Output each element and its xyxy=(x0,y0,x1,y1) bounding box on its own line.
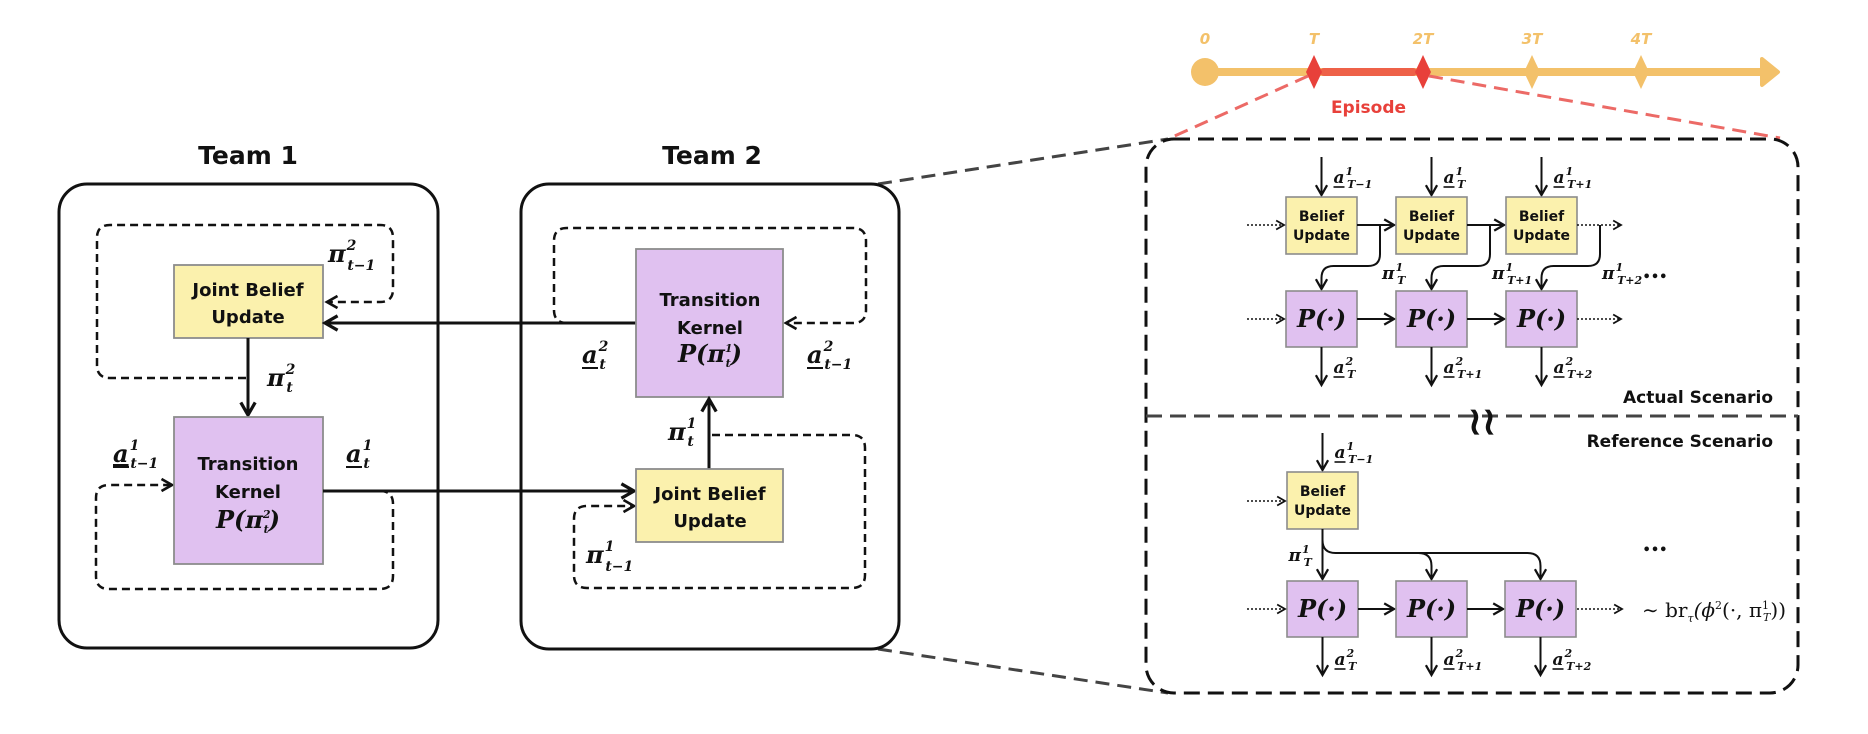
kernel-box-label: P(·) xyxy=(1406,594,1456,623)
scenario-panel: ≀≀ Actual Scenario Reference Scenario a1… xyxy=(1144,137,1800,695)
team1-title: Team 1 xyxy=(198,141,298,170)
belief-update-box-line2: Update xyxy=(1293,228,1350,244)
team2-kernel-line1: Transition xyxy=(660,290,761,311)
timeline-tick-label: 3T xyxy=(1522,30,1544,48)
kernel-box xyxy=(1504,580,1577,638)
team1-kernel-line1: Transition xyxy=(198,454,299,475)
team2-belief-loop xyxy=(572,433,867,590)
timeline-origin-marker xyxy=(1191,58,1219,86)
kernel-box-label: P(·) xyxy=(1297,594,1347,623)
kernel-box xyxy=(1395,290,1468,348)
kernel-box-label: P(·) xyxy=(1515,594,1565,623)
belief-update-box xyxy=(1286,471,1359,530)
belief-update-box-line1: Belief xyxy=(1409,209,1455,225)
team1-joint-belief-update-box xyxy=(173,264,324,339)
belief-update-box xyxy=(1395,196,1468,255)
team2-kernel-loop xyxy=(552,226,868,331)
team1-kernel-line2: Kernel xyxy=(215,482,281,503)
team2-belief-line1: Joint Belief xyxy=(652,484,765,505)
team1-belief-line1: Joint Belief xyxy=(190,280,303,301)
belief-update-box-line2: Update xyxy=(1403,228,1460,244)
team2-joint-belief-update-box xyxy=(635,468,784,543)
timeline-tick-marker xyxy=(1524,55,1540,89)
reference-ellipsis: ••• xyxy=(1643,543,1668,558)
team1-belief-loop xyxy=(95,223,395,380)
timeline-tick-marker xyxy=(1415,55,1431,89)
team2-title: Team 2 xyxy=(662,141,762,170)
belief-update-box xyxy=(1505,196,1578,255)
timeline-tick-label: 2T xyxy=(1413,30,1435,48)
reference-scenario-label: Reference Scenario xyxy=(1587,432,1773,452)
kernel-box xyxy=(1505,290,1578,348)
actual-scenario-label: Actual Scenario xyxy=(1623,388,1773,408)
belief-to-kernel-arrow xyxy=(1314,225,1381,292)
belief-branch-arrow xyxy=(1418,552,1439,582)
timeline-tick-label: 0 xyxy=(1200,30,1210,48)
kernel-box-label: P(·) xyxy=(1296,304,1346,333)
timeline-tick-marker xyxy=(1306,55,1322,89)
belief-update-box xyxy=(1285,196,1358,255)
episode-label: Episode xyxy=(1331,98,1406,118)
kernel-box xyxy=(1285,290,1358,348)
kernel-box-label: P(·) xyxy=(1406,304,1456,333)
belief-branch-arrow xyxy=(1321,539,1548,582)
belief-update-box-line1: Belief xyxy=(1299,209,1345,225)
team2-container xyxy=(519,182,901,651)
team1-kernel-loop xyxy=(94,477,395,591)
belief-update-box-line1: Belief xyxy=(1519,209,1565,225)
belief-to-kernel-arrow xyxy=(1534,225,1601,292)
team2-kernel-line2: Kernel xyxy=(677,318,743,339)
kernel-box xyxy=(1286,580,1359,638)
zoom-connector-top xyxy=(877,137,1169,186)
timeline: 0 T 2T 3T 4T Episode xyxy=(1167,30,1781,141)
belief-update-box-line2: Update xyxy=(1294,503,1351,519)
belief-to-kernel-arrow xyxy=(1424,225,1491,292)
kernel-box-label: P(·) xyxy=(1516,304,1566,333)
episode-zoom-line-left xyxy=(1167,74,1309,141)
episode-zoom-line-right xyxy=(1428,74,1781,140)
break-symbol: ≀≀ xyxy=(1468,398,1497,443)
team2-transition-kernel-box xyxy=(635,248,784,398)
team1-container xyxy=(57,182,440,650)
timeline-arrowhead xyxy=(1760,57,1780,87)
team2-belief-line2: Update xyxy=(673,511,746,532)
team1-belief-line2: Update xyxy=(211,307,284,328)
belief-update-box-line2: Update xyxy=(1513,228,1570,244)
timeline-tick-marker xyxy=(1633,55,1649,89)
timeline-tick-label: 4T xyxy=(1630,30,1653,48)
belief-update-box-line1: Belief xyxy=(1300,484,1346,500)
actual-ellipsis: ••• xyxy=(1643,270,1668,285)
timeline-tick-label: T xyxy=(1309,30,1321,48)
zoom-connector-bottom xyxy=(877,647,1169,695)
